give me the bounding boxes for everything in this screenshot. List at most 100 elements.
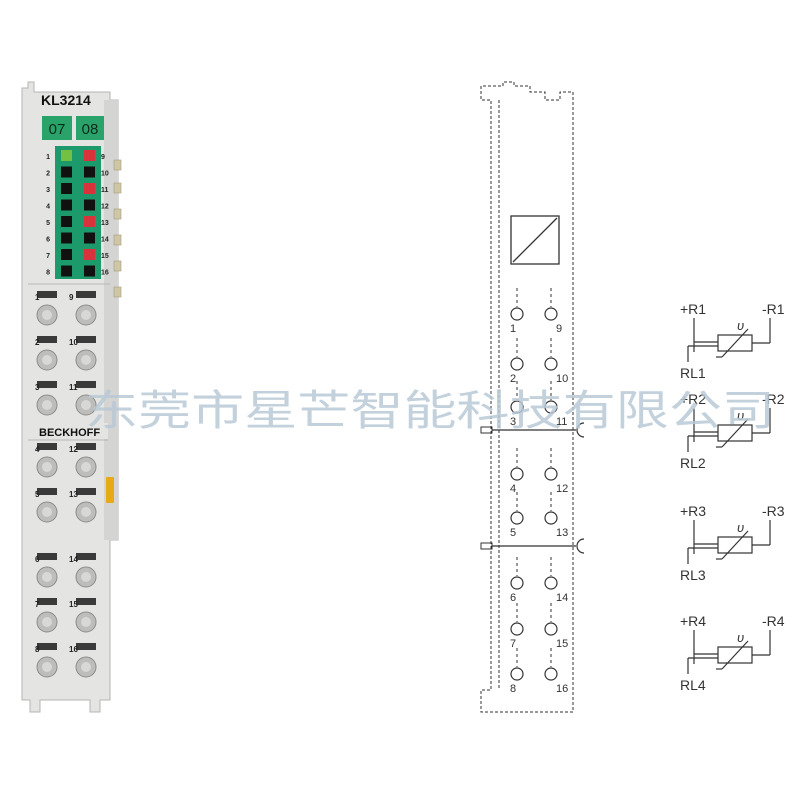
led-number-8: 8	[46, 270, 50, 277]
led-number-4: 4	[46, 204, 50, 211]
terminal-number-1: 1	[35, 293, 40, 302]
power-contact-2-arc	[576, 538, 585, 554]
led-13	[84, 216, 95, 227]
terminal-number-13: 13	[69, 490, 78, 499]
terminal-number-9: 9	[69, 293, 74, 302]
schematic-terminal-9	[544, 307, 558, 321]
led-4	[61, 199, 72, 211]
rtd-sensor-2	[687, 408, 771, 452]
led-8	[61, 265, 72, 277]
terminal-number-10: 10	[69, 338, 78, 347]
led-11	[84, 183, 95, 194]
led-1	[61, 150, 72, 161]
side-contacts	[113, 159, 122, 298]
terminal-number-3: 3	[35, 383, 40, 392]
terminal-screw-center-2	[42, 355, 52, 365]
terminal-slot-2	[37, 336, 57, 343]
badge-08: 08	[82, 121, 99, 138]
terminal-slot-8	[37, 643, 57, 650]
rtd-sensor-4	[687, 630, 771, 674]
schematic-terminal-12	[544, 467, 558, 481]
terminal-number-2: 2	[35, 338, 40, 347]
sensor-1-theta-symbol: υ	[737, 318, 744, 333]
schematic-number-11: 11	[556, 416, 567, 428]
terminal-slot-11	[76, 381, 96, 388]
led-14	[84, 232, 95, 244]
terminal-screw-center-7	[42, 617, 52, 627]
terminal-slot-4	[37, 443, 57, 450]
sensor-3-rl-label: RL3	[680, 567, 706, 583]
terminal-screw-center-4	[42, 462, 52, 472]
terminal-slot-15	[76, 598, 96, 605]
sensor-4-plus-label: +R4	[680, 613, 706, 629]
power-contact-1-arc	[576, 422, 585, 438]
schematic-number-15: 15	[556, 638, 568, 650]
terminal-slot-9	[76, 291, 96, 298]
sensor-3-minus-label: -R3	[762, 503, 785, 519]
terminal-slot-13	[76, 488, 96, 495]
led-number-10: 10	[101, 171, 109, 178]
terminal-number-5: 5	[35, 490, 40, 499]
terminal-screw-center-8	[42, 662, 52, 672]
terminal-slot-1	[37, 291, 57, 298]
schematic-terminal-15	[544, 622, 558, 636]
schematic-terminal-7	[510, 622, 524, 636]
terminal-screw-center-1	[42, 310, 52, 320]
sensor-3-theta-symbol: υ	[737, 520, 744, 535]
sensor-1-variable-arrow	[721, 328, 749, 358]
schematic-number-1: 1	[510, 323, 516, 335]
led-number-12: 12	[101, 204, 109, 211]
schematic-number-14: 14	[556, 592, 568, 604]
schematic-number-2: 2	[510, 373, 516, 385]
schematic-number-9: 9	[556, 323, 562, 335]
terminal-schematic	[480, 81, 585, 713]
schematic-outline	[480, 81, 574, 713]
led-2	[61, 166, 72, 178]
led-12	[84, 199, 95, 211]
led-number-5: 5	[46, 220, 50, 227]
schematic-number-10: 10	[556, 373, 568, 385]
module-model-label: KL3214	[41, 92, 91, 108]
led-9	[84, 150, 95, 161]
badge-07: 07	[49, 121, 66, 138]
terminal-slot-16	[76, 643, 96, 650]
terminal-number-8: 8	[35, 645, 40, 654]
converter-diagonal	[512, 217, 558, 263]
led-number-16: 16	[101, 270, 109, 277]
terminal-slot-14	[76, 553, 96, 560]
terminal-slot-6	[37, 553, 57, 560]
schematic-number-16: 16	[556, 683, 568, 695]
terminal-number-16: 16	[69, 645, 78, 654]
led-number-6: 6	[46, 237, 50, 244]
schematic-terminal-2	[510, 357, 524, 371]
terminal-screw-center-5	[42, 507, 52, 517]
schematic-terminal-6	[510, 576, 524, 590]
led-5	[61, 216, 72, 227]
terminal-slot-7	[37, 598, 57, 605]
release-latch	[106, 477, 114, 503]
terminal-number-11: 11	[69, 383, 78, 392]
converter-symbol	[510, 215, 560, 265]
schematic-terminal-16	[544, 667, 558, 681]
terminal-screw-center-15	[81, 617, 91, 627]
led-16	[84, 265, 95, 277]
sensor-1-plus-label: +R1	[680, 301, 706, 317]
rtd-sensor-1	[687, 318, 771, 362]
schematic-number-13: 13	[556, 527, 568, 539]
sensor-4-minus-label: -R4	[762, 613, 785, 629]
schematic-number-3: 3	[510, 416, 516, 428]
schematic-terminal-4	[510, 467, 524, 481]
schematic-terminal-10	[544, 357, 558, 371]
sensor-2-rl-label: RL2	[680, 455, 706, 471]
schematic-number-12: 12	[556, 483, 568, 495]
schematic-terminal-8	[510, 667, 524, 681]
schematic-number-4: 4	[510, 483, 516, 495]
terminal-number-4: 4	[35, 445, 40, 454]
schematic-terminal-3	[510, 400, 524, 414]
